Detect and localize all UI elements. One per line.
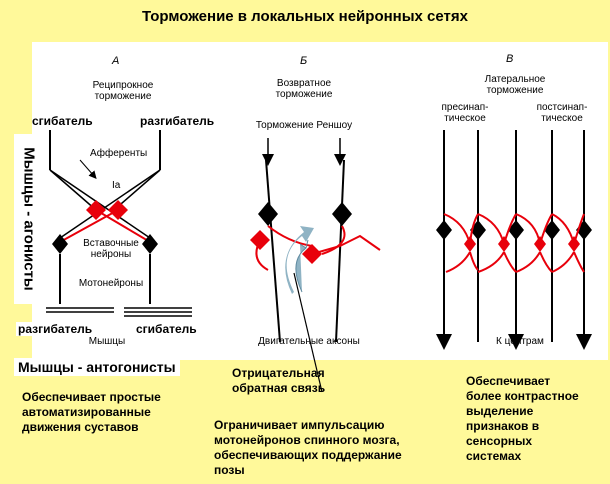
panel-a-diagram	[46, 130, 192, 317]
agonists-side-label: Мышцы - агонисты	[14, 134, 44, 304]
motor-axon-right	[335, 159, 345, 343]
label-motor-axons: Двигательные аксоны	[258, 336, 360, 347]
panel-a-letter: А	[112, 55, 120, 67]
motoneuron-b-left	[258, 202, 278, 226]
panel-b-heading-2: торможение	[275, 89, 333, 100]
label-ia: Ia	[112, 180, 121, 191]
label-postsynaptic-1: постсинап-	[536, 102, 588, 113]
panel-c-letter: В	[506, 53, 514, 65]
feedback-label-1: Отрицательная	[232, 366, 325, 380]
feedback-arrow	[285, 226, 314, 294]
label-renshaw: Торможение Реншоу	[255, 120, 353, 131]
description-b: Ограничивает импульсацию мотонейронов сп…	[214, 418, 402, 477]
label-flexor-bottom: сгибатель	[134, 322, 199, 336]
panel-a-heading-1: Реципрокное	[92, 80, 154, 91]
panel-c-heading-2: торможение	[486, 85, 544, 96]
label-presynaptic-1: пресинап-	[441, 102, 489, 113]
panel-b-diagram	[250, 138, 381, 343]
panel-c-diagram	[436, 130, 592, 350]
description-a: Обеспечивает простые автоматизированные …	[22, 390, 161, 434]
page-title: Торможение в локальных нейронных сетях	[142, 8, 468, 25]
label-presynaptic-2: тическое	[444, 113, 486, 124]
motoneuron-b-right	[332, 202, 352, 226]
motoneuron-left	[52, 234, 68, 254]
label-afferents: Афференты	[90, 148, 148, 159]
label-flexor-top: сгибатель	[32, 114, 93, 128]
neuron-diagram	[46, 130, 592, 350]
label-muscles: Мышцы	[88, 336, 126, 347]
diagram-panel: А Реципрокное торможение сгибатель разги…	[32, 42, 608, 360]
label-to-centers: К центрам	[496, 336, 544, 347]
label-motoneurons: Мотонейроны	[78, 278, 144, 289]
panel-a-heading-2: торможение	[94, 91, 152, 102]
panel-c-heading-1: Латеральное	[484, 74, 546, 85]
label-postsynaptic-2: тическое	[541, 113, 583, 124]
label-interneurons-2: нейроны	[90, 249, 132, 260]
feedback-label-2: обратная связь	[232, 381, 326, 395]
motor-axon-left	[265, 159, 281, 343]
antagonists-label: Мышцы - антогонисты	[14, 358, 180, 376]
label-extensor-top: разгибатель	[140, 114, 215, 128]
label-extensor-bottom: разгибатель	[16, 322, 95, 336]
description-c: Обеспечивает более контрастное выделение…	[466, 374, 579, 463]
motoneuron-right	[142, 234, 158, 254]
panel-b-letter: Б	[300, 55, 308, 67]
panel-b-heading-1: Возвратное	[276, 78, 332, 89]
label-interneurons-1: Вставочные	[83, 238, 139, 249]
